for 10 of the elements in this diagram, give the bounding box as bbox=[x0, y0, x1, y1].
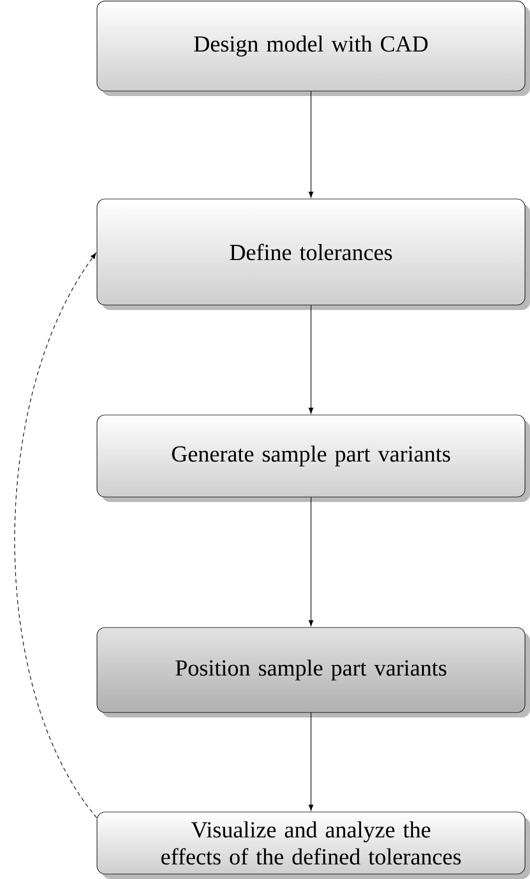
arrow bbox=[308, 304, 314, 414]
process-box: Design model with CAD bbox=[96, 0, 530, 96]
arrow bbox=[14, 252, 98, 818]
process-box: Define tolerances bbox=[96, 198, 530, 310]
arrow bbox=[308, 712, 314, 811]
arrow bbox=[308, 496, 314, 626]
process-box: Position sample part variants bbox=[96, 627, 530, 718]
arrow bbox=[308, 90, 314, 198]
process-box: Generate sample part variants bbox=[96, 414, 530, 502]
process-box: Visualize and analyze the effects of the defined tolerances bbox=[96, 812, 530, 879]
